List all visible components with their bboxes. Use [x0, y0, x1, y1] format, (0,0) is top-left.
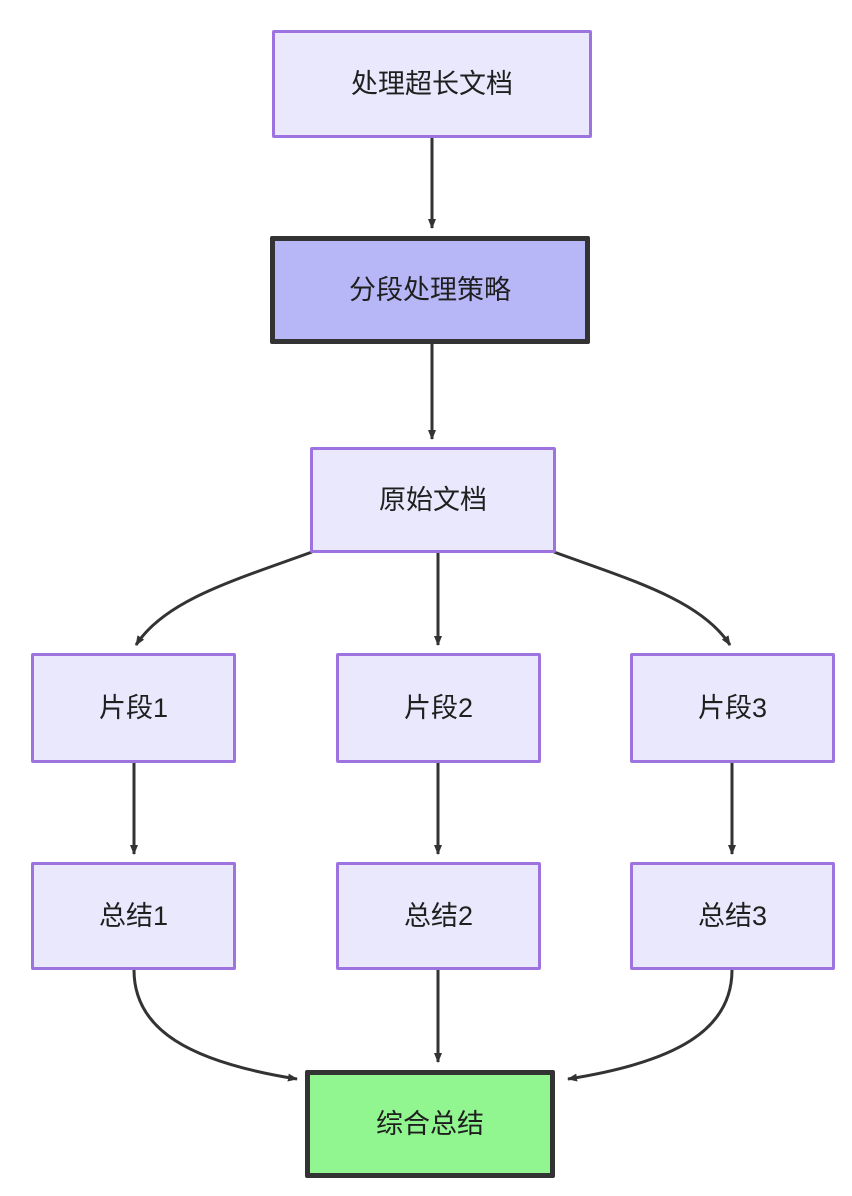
- node-summary-1[interactable]: 总结1: [31, 862, 236, 970]
- node-label: 总结1: [98, 900, 169, 931]
- edge-source-document-to-chunk-3: [553, 550, 732, 646]
- node-summary-3[interactable]: 总结3: [630, 862, 835, 970]
- node-label: 综合总结: [376, 1108, 484, 1139]
- node-chunk-3[interactable]: 片段3: [630, 653, 835, 763]
- node-label: 片段1: [98, 692, 169, 723]
- edge-source-document-to-chunk-1: [134, 550, 313, 646]
- node-chunking-strategy[interactable]: 分段处理策略: [270, 236, 590, 344]
- edge-summary-1-to-final-summary: [132, 969, 298, 1082]
- node-long-document[interactable]: 处理超长文档: [272, 30, 592, 138]
- node-label: 片段2: [403, 692, 474, 723]
- node-label: 处理超长文档: [351, 68, 513, 99]
- node-label: 分段处理策略: [349, 274, 511, 305]
- node-label: 原始文档: [379, 484, 487, 515]
- node-chunk-2[interactable]: 片段2: [336, 653, 541, 763]
- node-chunk-1[interactable]: 片段1: [31, 653, 236, 763]
- node-final-summary[interactable]: 综合总结: [305, 1070, 555, 1178]
- node-label: 片段3: [697, 692, 768, 723]
- node-label: 总结3: [697, 900, 768, 931]
- node-summary-2[interactable]: 总结2: [336, 862, 541, 970]
- node-source-document[interactable]: 原始文档: [310, 447, 556, 553]
- edge-summary-3-to-final-summary: [567, 969, 734, 1082]
- node-label: 总结2: [403, 900, 474, 931]
